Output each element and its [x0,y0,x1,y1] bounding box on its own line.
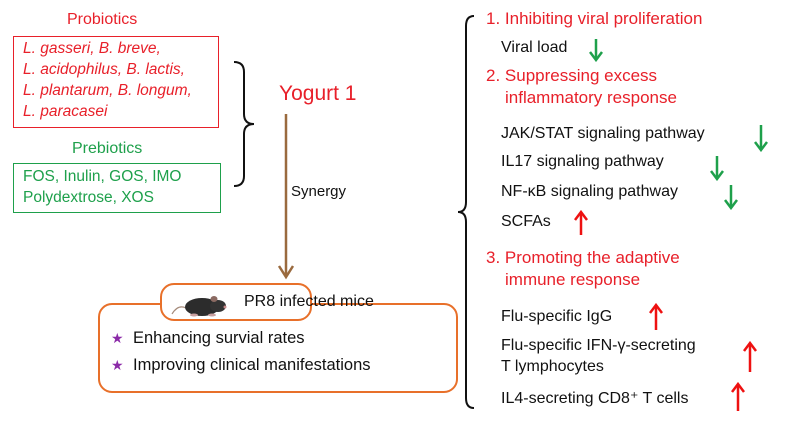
section-heading: immune response [505,270,641,289]
star-icon: ★ [111,330,124,346]
section-heading: 2. Suppressing excess [486,66,658,85]
down-arrow-icon [724,185,738,210]
left-brace-icon [233,61,255,187]
mechanism-item: IL17 signaling pathway [501,153,664,170]
outcome-item: ★ Enhancing survial rates [111,329,305,348]
mechanism-item: Flu-specific IFN-γ-secreting [501,337,696,354]
outcome-item: ★ Improving clinical manifestations [111,356,371,375]
section-heading: 1. Inhibiting viral proliferation [486,9,703,28]
mechanism-item: JAK/STAT signaling pathway [501,125,705,142]
mice-label: PR8 infected mice [244,293,374,310]
outcome-text: Improving clinical manifestations [133,356,371,374]
prebiotics-title: Prebiotics [72,140,143,157]
probiotics-line: L. plantarum, B. longum, [23,82,192,99]
mechanism-item: Viral load [501,39,568,56]
probiotics-box: L. gasseri, B. breve, L. acidophilus, B.… [13,36,219,128]
mice-pill: PR8 infected mice [160,283,374,321]
mechanism-item: T lymphocytes [501,358,604,375]
down-arrow-icon [710,156,724,181]
up-arrow-icon [649,303,663,330]
probiotics-line: L. acidophilus, B. lactis, [23,61,185,78]
mechanism-item: NF-κB signaling pathway [501,183,678,200]
up-arrow-icon [743,341,757,372]
prebiotics-box: FOS, Inulin, GOS, IMO Polydextrose, XOS [13,163,221,213]
up-arrow-icon [731,382,745,411]
section-heading: 3. Promoting the adaptive [486,248,680,267]
star-icon: ★ [111,357,124,373]
synergy-label: Synergy [291,183,347,200]
right-brace-icon [457,15,475,409]
down-arrow-icon [589,39,603,62]
section-heading: inflammatory response [505,88,677,107]
prebiotics-line: Polydextrose, XOS [23,189,154,206]
mechanism-item: SCFAs [501,213,551,230]
prebiotics-line: FOS, Inulin, GOS, IMO [23,168,182,185]
mechanism-item: Flu-specific IgG [501,308,613,325]
probiotics-title: Probiotics [67,11,138,28]
mechanism-item: IL4-secreting CD8⁺ T cells [501,390,689,407]
probiotics-line: L. gasseri, B. breve, [23,40,161,57]
synergy-arrow-icon [277,114,295,280]
mouse-icon [171,296,227,317]
yogurt-label: Yogurt 1 [279,82,357,105]
probiotics-line: L. paracasei [23,103,108,120]
outcome-text: Enhancing survial rates [133,329,305,347]
down-arrow-icon [754,125,768,152]
up-arrow-icon [574,210,588,235]
